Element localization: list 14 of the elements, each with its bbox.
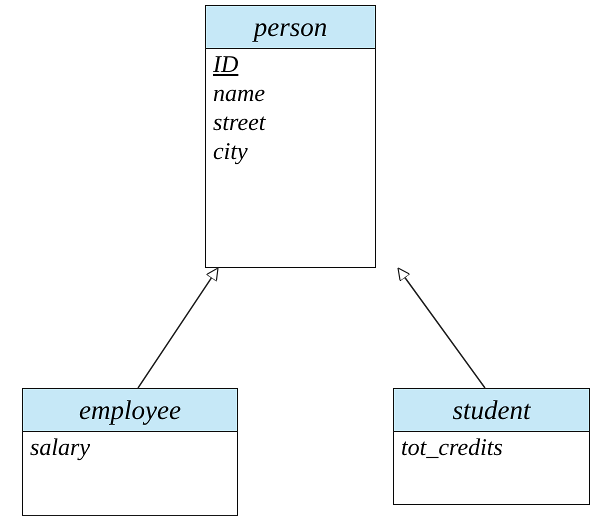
entity-box — [205, 5, 376, 268]
attribute: salary — [29, 434, 91, 463]
entity-name: student — [394, 389, 589, 432]
attribute: street — [212, 109, 267, 138]
primary-key-attribute: ID — [212, 51, 240, 80]
entity-box — [22, 388, 238, 516]
generalization-arrow — [397, 267, 486, 388]
entity-name: person — [206, 6, 375, 49]
generalization-arrow — [137, 267, 219, 388]
attribute: name — [212, 80, 266, 109]
attribute: city — [212, 138, 249, 167]
attribute: tot_credits — [400, 434, 504, 463]
entity-box — [393, 388, 590, 505]
entity-name: employee — [23, 389, 237, 432]
